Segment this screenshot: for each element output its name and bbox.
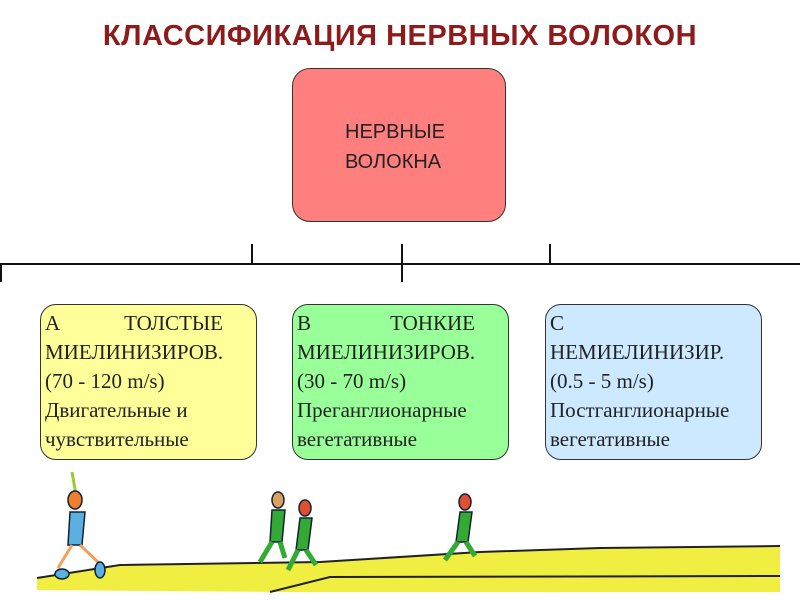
connector-tick (549, 244, 551, 264)
group-type: НЕМИЕЛИНИЗИР. (550, 340, 725, 364)
connector-tick (401, 244, 403, 282)
connector-tick (0, 264, 2, 282)
group-desc: Постганглионарные (550, 398, 730, 422)
group-desc: Преганглионарные (297, 398, 467, 422)
ground-edge (36, 545, 781, 579)
root-line2: ВОЛОКНА (345, 151, 442, 173)
runner-blue-icon (54, 471, 106, 580)
group-name: ТОЛСТЫЕ (124, 311, 223, 335)
group-letter: С (550, 311, 565, 335)
ground (37, 546, 780, 592)
connector-horizontal (0, 263, 800, 265)
group-type: МИЕЛИНИЗИРОВ. (45, 340, 224, 364)
group-b-box: В ТОНКИЕ МИЕЛИНИЗИРОВ. (30 - 70 m/s) Прег… (292, 304, 509, 460)
group-desc: вегетативные (550, 427, 670, 451)
group-name: ТОНКИЕ (390, 311, 475, 335)
runner-green-icon (257, 491, 288, 564)
running-figures-illustration (36, 471, 781, 593)
root-line1: НЕРВНЫЕ (345, 121, 445, 143)
runner-green-icon (442, 493, 478, 562)
group-letter: А (45, 311, 61, 335)
group-letter: В (297, 311, 312, 335)
ground-edge (269, 575, 781, 593)
group-a-box: А ТОЛСТЫЕ МИЕЛИНИЗИРОВ. (70 - 120 m/s) Дв… (40, 304, 257, 460)
group-type: МИЕЛИНИЗИРОВ. (297, 340, 476, 364)
connector-tick (251, 244, 253, 264)
group-desc: вегетативные (297, 427, 417, 451)
group-speed: (0.5 - 5 m/s) (550, 369, 654, 393)
group-desc: Двигательные и (45, 398, 188, 422)
group-desc: чувствительные (45, 427, 189, 451)
slide-title: КЛАССИФИКАЦИЯ НЕРВНЫХ ВОЛОКОН (102, 20, 698, 52)
root-node-nerve-fibers: НЕРВНЫЕ ВОЛОКНА (292, 68, 506, 222)
group-c-box: С НЕМИЕЛИНИЗИР. (0.5 - 5 m/s) Постгангли… (545, 304, 762, 460)
runner-green-icon (285, 499, 319, 572)
group-speed: (70 - 120 m/s) (45, 369, 165, 393)
group-speed: (30 - 70 m/s) (297, 369, 407, 393)
